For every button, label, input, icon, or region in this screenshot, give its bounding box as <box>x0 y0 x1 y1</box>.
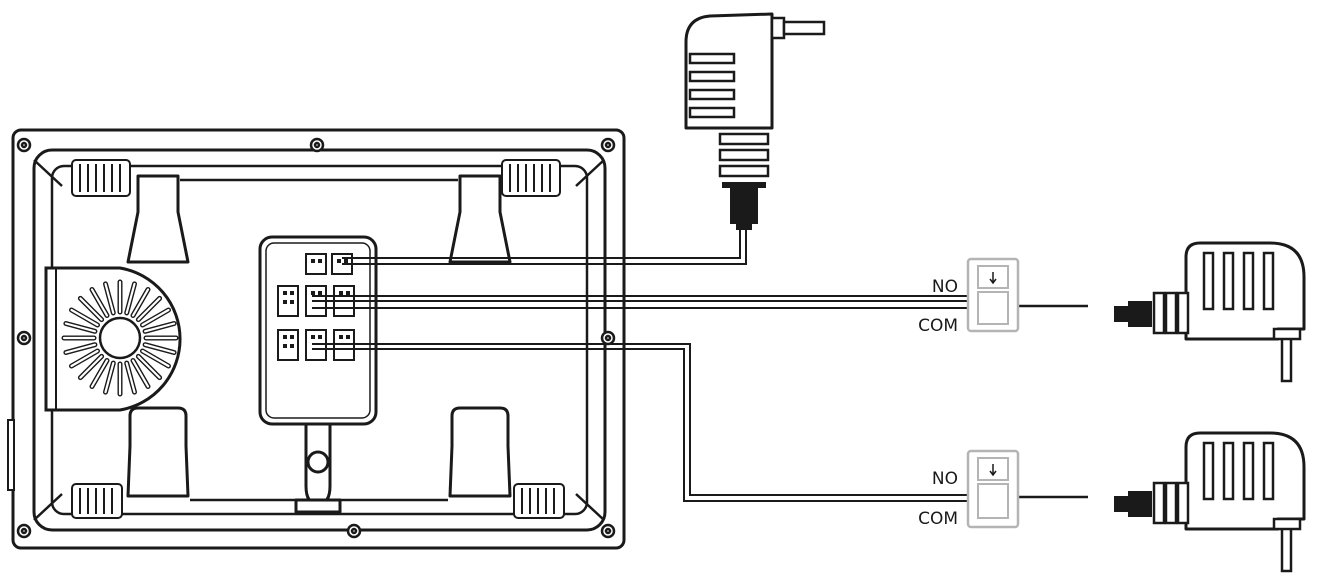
speaker-slot-inner <box>137 297 161 321</box>
speaker-slot-inner <box>141 308 170 327</box>
hook-slot <box>294 422 342 514</box>
speaker-slot-inner <box>90 288 109 317</box>
speaker-slot-inner <box>131 288 150 317</box>
speaker-slot-inner <box>141 349 170 368</box>
relay-2-com-label: COM <box>918 509 958 529</box>
speaker <box>44 266 182 412</box>
speaker-slot-inner <box>79 355 103 379</box>
speaker-slot-inner <box>79 297 103 321</box>
speaker-slot-inner <box>144 343 176 354</box>
speaker-slot-inner <box>144 322 176 333</box>
speaker-slot-inner <box>64 343 97 354</box>
terminal-block <box>258 235 378 426</box>
screw-holes <box>16 137 616 539</box>
speaker-slot-inner <box>125 282 136 314</box>
lock-power-adapter-1 <box>1112 241 1306 383</box>
speaker-slot-inner <box>125 362 136 394</box>
relay-1-com-label: COM <box>918 316 958 336</box>
mounting-brackets <box>126 174 512 498</box>
relay-1: NO COM <box>918 257 1020 336</box>
relay-2: NO COM <box>918 449 1020 529</box>
vent-grilles <box>71 159 565 519</box>
speaker-slot-inner <box>64 322 97 333</box>
relay-1-no-label: NO <box>932 277 958 297</box>
speaker-slot-inner <box>70 308 99 327</box>
speaker-slot-inner <box>104 362 115 394</box>
monitor-power-adapter <box>684 12 826 230</box>
wires <box>312 228 1088 502</box>
speaker-slot-inner <box>104 282 115 314</box>
relay-2-no-label: NO <box>932 469 958 489</box>
speaker-slot-inner <box>137 355 161 379</box>
speaker-slot-inner <box>90 359 109 388</box>
speaker-slot-inner <box>70 349 99 368</box>
lock-power-adapter-2 <box>1112 431 1306 573</box>
speaker-slot-inner <box>131 359 150 388</box>
